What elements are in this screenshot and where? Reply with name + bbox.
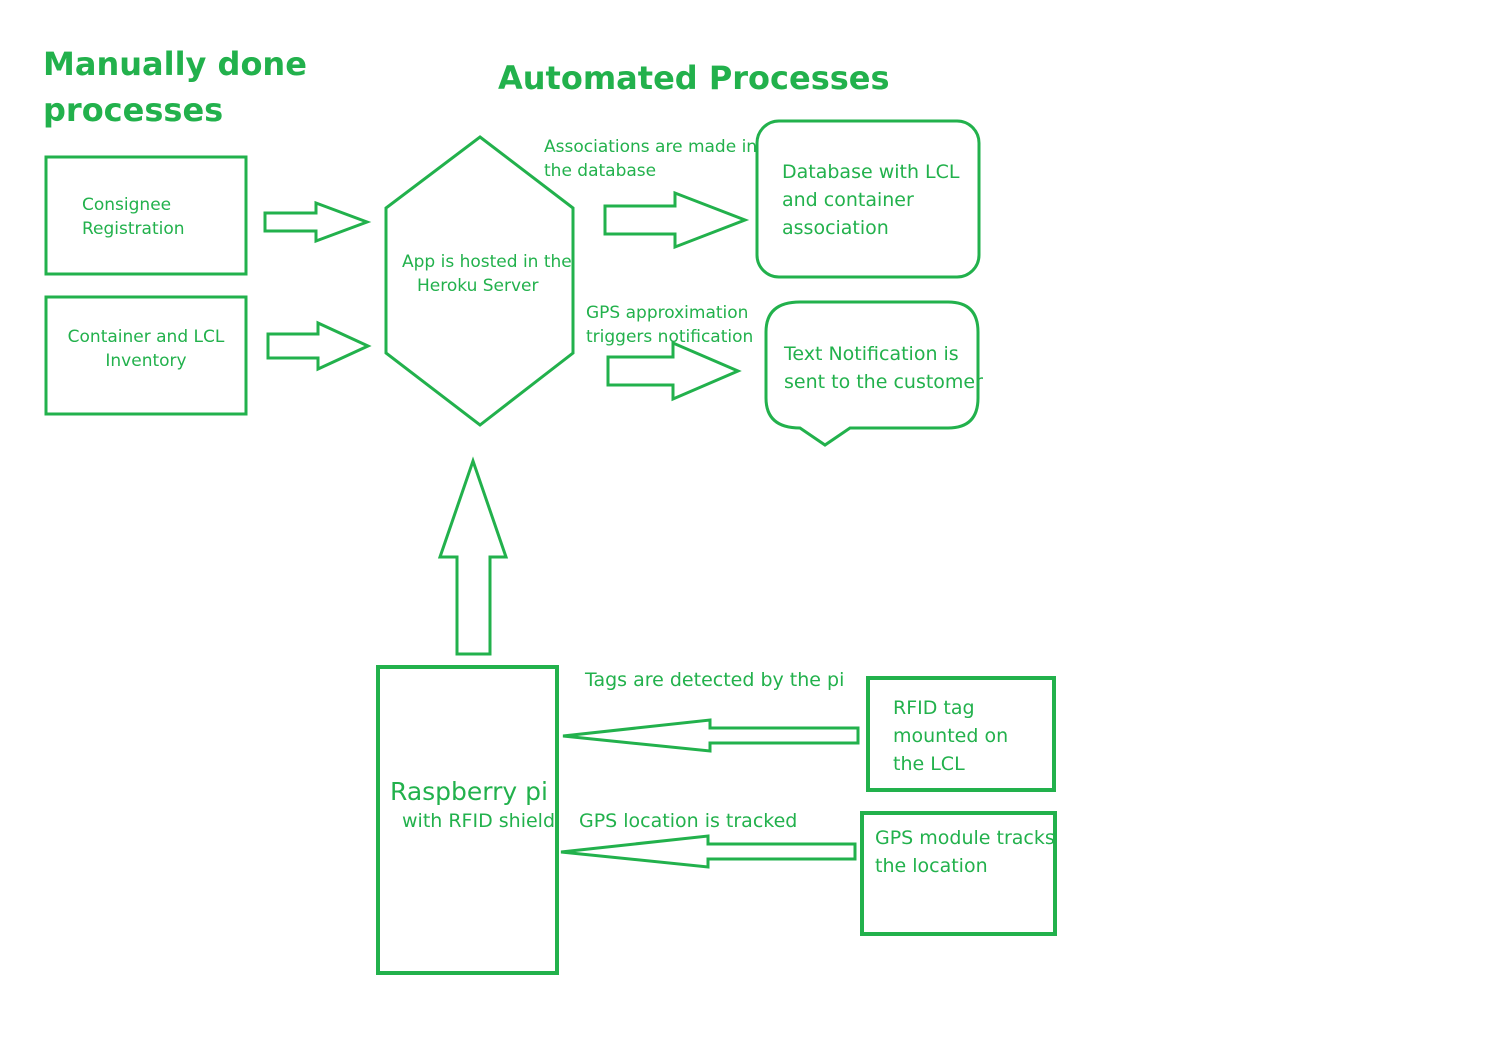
consignee-registration-label: Consignee Registration bbox=[82, 193, 185, 241]
arrow-inventory-to-server bbox=[266, 320, 372, 372]
gps-trigger-line-2: triggers notification bbox=[586, 327, 754, 347]
notification-label: Text Notification is sent to the custome… bbox=[784, 340, 983, 396]
raspberry-pi-title: Raspberry pi bbox=[390, 777, 548, 806]
gps-module-box bbox=[860, 811, 1057, 936]
automated-processes-heading: Automated Processes bbox=[498, 59, 890, 97]
consignee-line-1: Consignee bbox=[82, 195, 172, 215]
arrow-pi-to-server bbox=[437, 456, 509, 656]
arrow-consignee-to-server bbox=[263, 200, 372, 244]
database-line-2: and container bbox=[782, 189, 914, 211]
gps-trigger-label: GPS approximation triggers notification bbox=[586, 301, 753, 349]
database-line-3: association bbox=[782, 217, 889, 239]
rfid-line-1: RFID tag bbox=[893, 697, 975, 719]
inventory-line-2: Inventory bbox=[105, 351, 187, 371]
gps-module-line-1: GPS module tracks bbox=[875, 827, 1055, 849]
rfid-line-2: mounted on bbox=[893, 725, 1009, 747]
rfid-tag-label: RFID tag mounted on the LCL bbox=[893, 694, 1008, 778]
gps-module-label: GPS module tracks the location bbox=[875, 824, 1055, 880]
container-inventory-box bbox=[44, 295, 248, 416]
associations-label: Associations are made in the database bbox=[544, 135, 757, 183]
arrow-rfid-to-pi bbox=[562, 718, 860, 753]
container-inventory-label: Container and LCL Inventory bbox=[66, 325, 226, 373]
consignee-line-2: Registration bbox=[82, 219, 185, 239]
rfid-line-3: the LCL bbox=[893, 753, 965, 775]
consignee-registration-box bbox=[44, 155, 248, 276]
inventory-line-1: Container and LCL bbox=[67, 327, 225, 347]
tags-detected-label: Tags are detected by the pi bbox=[585, 669, 845, 691]
notification-bubble bbox=[764, 300, 980, 447]
server-hexagon bbox=[384, 135, 575, 427]
database-label: Database with LCL and container associat… bbox=[782, 158, 960, 242]
notification-line-1: Text Notification is bbox=[784, 343, 959, 365]
notification-line-2: sent to the customer bbox=[784, 371, 983, 393]
gps-module-line-2: the location bbox=[875, 855, 988, 877]
associations-line-1: Associations are made in bbox=[544, 137, 758, 157]
manual-heading-line-1: Manually done bbox=[43, 45, 307, 83]
raspberry-pi-box bbox=[376, 665, 559, 975]
gps-tracked-label: GPS location is tracked bbox=[579, 810, 798, 832]
database-line-1: Database with LCL bbox=[782, 161, 960, 183]
server-label: App is hosted in the Heroku Server bbox=[402, 250, 572, 298]
rfid-tag-box bbox=[866, 676, 1056, 792]
manual-processes-heading: Manually done processes bbox=[43, 41, 307, 133]
server-line-2: Heroku Server bbox=[417, 276, 539, 296]
arrow-gps-to-pi bbox=[560, 834, 857, 869]
associations-line-2: the database bbox=[544, 161, 657, 181]
manual-heading-line-2: processes bbox=[43, 91, 224, 129]
database-box bbox=[755, 119, 981, 279]
arrow-server-to-database bbox=[603, 190, 750, 250]
server-line-1: App is hosted in the bbox=[402, 252, 572, 272]
raspberry-pi-subtitle: with RFID shield bbox=[402, 810, 556, 832]
arrow-server-to-notification bbox=[606, 340, 742, 402]
gps-trigger-line-1: GPS approximation bbox=[586, 303, 749, 323]
